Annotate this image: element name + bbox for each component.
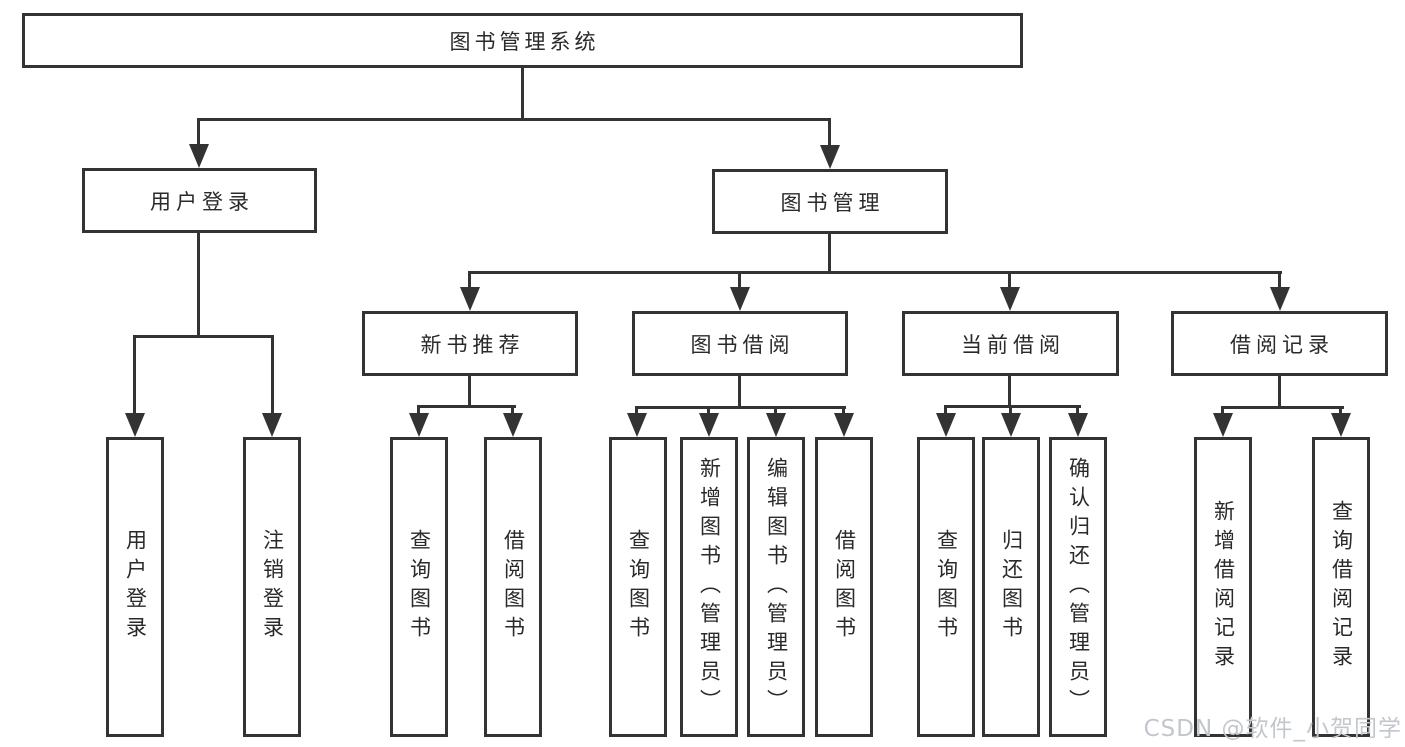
connector-vline [271,338,274,416]
node-label: 查询图书 [934,529,959,645]
node-label: 查询借阅记录 [1329,500,1354,674]
arrow-down-icon [409,413,429,437]
node-logout-leaf: 注销登录 [243,437,301,737]
connector-vline [417,408,420,416]
arrow-down-icon [1213,413,1233,437]
arrow-down-icon [503,413,523,437]
arrow-down-icon [460,287,480,311]
connector-vline [521,68,524,118]
connector-vline [1339,409,1342,416]
node-book-borrow: 图书借阅 [632,311,848,376]
node-edit-books-admin: 编辑图书（管理员） [747,437,805,737]
node-return-books: 归还图书 [982,437,1040,737]
node-label: 借阅图书 [832,529,857,645]
connector-hline [1221,406,1344,409]
watermark-text: CSDN @软件_小贺同学 [1143,716,1402,742]
node-label: 用户登录 [150,189,254,214]
node-query-books-borrow: 查询图书 [609,437,667,737]
connector-vline [1221,409,1224,416]
node-label: 归还图书 [999,529,1024,645]
arrow-down-icon [834,413,854,437]
arrow-down-icon [125,413,145,437]
node-user-login-leaf: 用户登录 [106,437,164,737]
node-label: 借阅图书 [501,529,526,645]
arrow-down-icon [262,413,282,437]
node-label: 当前借阅 [961,332,1065,357]
node-label: 用户登录 [123,529,148,645]
node-label: 新增图书（管理员） [697,456,722,718]
arrow-down-icon [1331,413,1351,437]
arrow-down-icon [627,413,647,437]
connector-vline [197,233,200,337]
connector-vline [133,338,136,416]
node-label: 图书管理系统 [449,29,600,54]
node-label: 注销登录 [260,529,285,645]
node-query-books-current: 查询图书 [917,437,975,737]
connector-hline [635,406,846,409]
node-borrow-records: 借阅记录 [1171,311,1388,376]
arrow-down-icon [1000,287,1020,311]
node-label: 新书推荐 [420,332,525,357]
connector-vline [842,409,845,416]
arrow-down-icon [699,413,719,437]
arrow-down-icon [1068,413,1088,437]
node-label: 查询图书 [626,529,651,645]
node-borrow-books-recommend: 借阅图书 [484,437,542,737]
connector-vline [707,409,710,416]
arrow-down-icon [820,145,840,169]
connector-vline [1009,408,1012,416]
connector-vline [468,274,471,289]
connector-vline [1076,408,1079,416]
connector-vline [1278,376,1281,408]
node-label: 编辑图书（管理员） [764,456,789,718]
connector-vline [738,376,741,408]
connector-hline [197,118,831,121]
connector-vline [197,121,200,147]
node-library-system: 图书管理系统 [22,13,1023,68]
node-book-management: 图书管理 [712,169,948,234]
connector-hline [468,271,1282,274]
connector-vline [828,121,831,147]
connector-vline [468,376,471,407]
node-add-books-admin: 新增图书（管理员） [680,437,738,737]
node-label: 确认归还（管理员） [1066,456,1091,718]
connector-vline [944,408,947,416]
connector-vline [511,408,514,416]
connector-vline [774,409,777,416]
node-borrow-books-borrow: 借阅图书 [815,437,873,737]
connector-hline [944,405,1081,408]
connector-vline [828,234,831,273]
connector-hline [417,405,516,408]
node-label: 借阅记录 [1230,332,1334,357]
arrow-down-icon [766,413,786,437]
arrow-down-icon [936,413,956,437]
node-label: 图书管理 [780,190,885,215]
arrow-down-icon [189,144,209,168]
connector-vline [1008,274,1011,289]
arrow-down-icon [730,287,750,311]
node-query-books-recommend: 查询图书 [390,437,448,737]
arrow-down-icon [1270,287,1290,311]
node-add-borrow-record: 新增借阅记录 [1194,437,1252,737]
arrow-down-icon [1001,413,1021,437]
node-label: 图书借阅 [690,332,795,357]
connector-hline [133,335,274,338]
connector-vline [738,274,741,289]
node-current-borrow: 当前借阅 [902,311,1119,376]
node-user-login: 用户登录 [82,168,317,233]
connector-vline [635,409,638,416]
node-confirm-return-admin: 确认归还（管理员） [1049,437,1107,737]
connector-vline [1278,274,1281,289]
node-query-borrow-record: 查询借阅记录 [1312,437,1370,737]
connector-vline [1008,376,1011,407]
node-label: 新增借阅记录 [1211,500,1236,674]
node-label: 查询图书 [407,529,432,645]
node-new-book-recommend: 新书推荐 [362,311,578,376]
